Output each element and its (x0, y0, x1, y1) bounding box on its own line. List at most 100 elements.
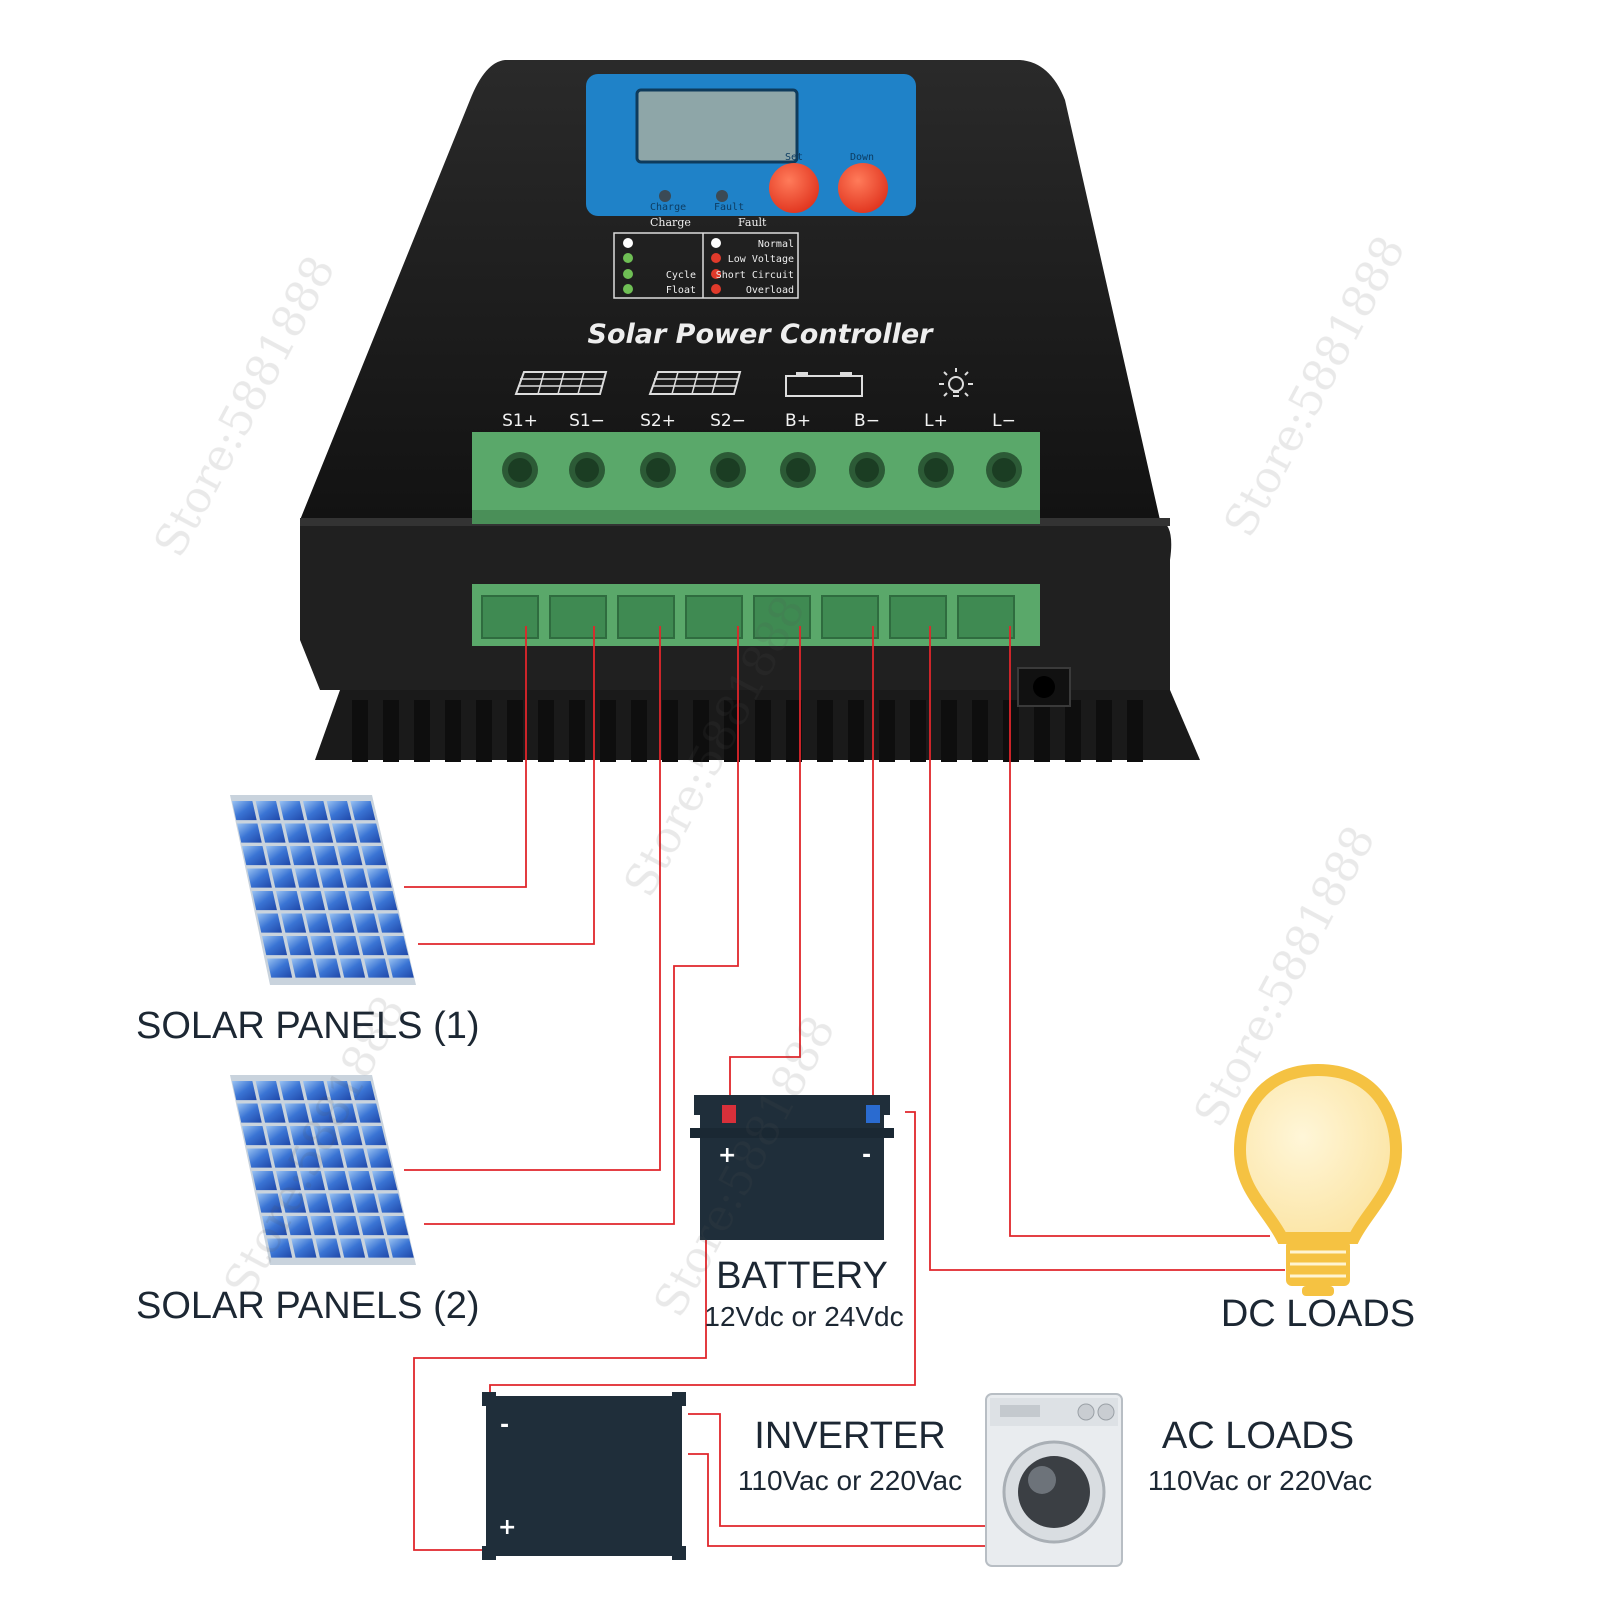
battery-spec: 12Vdc or 24Vdc (704, 1301, 903, 1332)
panel-cell (332, 1103, 358, 1123)
panel-cell (339, 1238, 366, 1258)
wire-s2-minus (424, 626, 739, 1225)
set-button[interactable] (769, 163, 819, 213)
terminal-slot[interactable] (549, 595, 607, 639)
panel-cell (313, 846, 339, 866)
panel-cell (281, 1193, 307, 1213)
washer-door-glass (1018, 1456, 1090, 1528)
inverter-minus-mark: - (500, 1413, 509, 1438)
terminal-slot[interactable] (617, 595, 675, 639)
panel-cell (279, 801, 305, 821)
down-button[interactable] (838, 163, 888, 213)
terminal-label: S2− (710, 411, 746, 431)
heatsink-fin (383, 700, 399, 762)
panel-cell (267, 1238, 293, 1258)
terminal-label: L+ (924, 411, 948, 431)
panel-cell (318, 1148, 344, 1168)
terminal-slot[interactable] (821, 595, 879, 639)
terminal-slot[interactable] (685, 595, 743, 639)
legend-header-charge: Charge (650, 216, 691, 229)
heatsink-fin (848, 700, 864, 762)
battery-plus-mark: + (718, 1143, 736, 1168)
panel-cell (276, 891, 302, 911)
panel-cell (294, 1148, 320, 1168)
terminal-screw-head (575, 458, 599, 482)
heatsink-fin (1065, 700, 1081, 762)
fault-led-label: Fault (714, 202, 744, 213)
legend-charge-dot (623, 269, 633, 279)
inverter-spec: 110Vac or 220Vac (738, 1465, 962, 1496)
washer-knob-2 (1097, 1403, 1115, 1421)
heatsink-fin (1096, 700, 1112, 762)
legend-charge-dot (623, 253, 633, 263)
panel-cell (364, 1238, 390, 1258)
panel-cell (242, 846, 267, 866)
heatsink-fin (786, 700, 802, 762)
heatsink-fins (352, 700, 1143, 762)
heatsink-fin (538, 700, 554, 762)
solar-panel-1 (230, 795, 416, 985)
heatsink-fin (600, 700, 616, 762)
panel-cell (255, 1081, 281, 1101)
wire-b-plus (729, 626, 801, 1110)
watermark-text: Store:5881888 (1215, 228, 1416, 545)
panel-cell (326, 1081, 352, 1101)
legend-charge-text: Float (666, 285, 696, 296)
panel-cell (342, 1148, 368, 1168)
legend-fault-dot (711, 238, 721, 248)
heatsink-fin (352, 700, 368, 762)
terminal-screw-head (786, 458, 810, 482)
wire-ac-out-1 (688, 1413, 990, 1527)
charge-led (659, 190, 671, 202)
heatsink-fin (1034, 700, 1050, 762)
bulb-glass (1233, 1063, 1403, 1244)
terminal-slot[interactable] (889, 595, 947, 639)
ac-loads-spec: 110Vac or 220Vac (1148, 1465, 1372, 1496)
heatsink-fin (693, 700, 709, 762)
wiring (404, 626, 1285, 1551)
panel-cell (305, 1193, 331, 1213)
terminal-slot[interactable] (957, 595, 1015, 639)
panel-cell (358, 936, 385, 956)
panel-cell (329, 913, 355, 933)
terminal-slot[interactable] (481, 595, 539, 639)
heatsink-fin (662, 700, 678, 762)
heatsink-fin (569, 700, 585, 762)
panel-cell (262, 936, 288, 956)
panel-cell (242, 1126, 267, 1146)
terminal-screw-head (646, 458, 670, 482)
panel-cell (276, 1171, 302, 1191)
legend-fault-dot (711, 269, 721, 279)
heatsink-fin (724, 700, 740, 762)
panel-cell (265, 846, 291, 866)
panel-cell (265, 1126, 291, 1146)
battery-icon (785, 372, 863, 397)
heatsink-fin (1003, 700, 1019, 762)
lcd-screen (635, 88, 799, 164)
panel-cell (355, 1103, 381, 1123)
legend-fault-text: Normal (758, 239, 794, 250)
inverter-corner-tr (672, 1392, 686, 1406)
panel-cell (388, 1238, 414, 1258)
solar-panel-1-icon (514, 371, 608, 395)
terminal-block-shadow (472, 510, 1040, 524)
panel-cell (382, 936, 409, 956)
terminal-screw-head (855, 458, 879, 482)
panel-cell (324, 891, 350, 911)
panel-cell (237, 1103, 262, 1123)
inverter-corner-tl (482, 1392, 496, 1406)
panel-cell (377, 913, 403, 933)
washer-door-shine (1028, 1466, 1056, 1494)
heatsink-fin (879, 700, 895, 762)
terminal-label: B− (854, 411, 880, 431)
heatsink-fin (910, 700, 926, 762)
panel-cell (358, 1216, 385, 1236)
panel-cell (247, 868, 272, 888)
terminal-screw-head (992, 458, 1016, 482)
wire-s2-plus (404, 626, 661, 1171)
panel-cell (350, 1081, 376, 1101)
panel-cell (337, 846, 363, 866)
terminal-labels: S1+S1−S2+S2−B+B−L+L− (502, 411, 1016, 431)
